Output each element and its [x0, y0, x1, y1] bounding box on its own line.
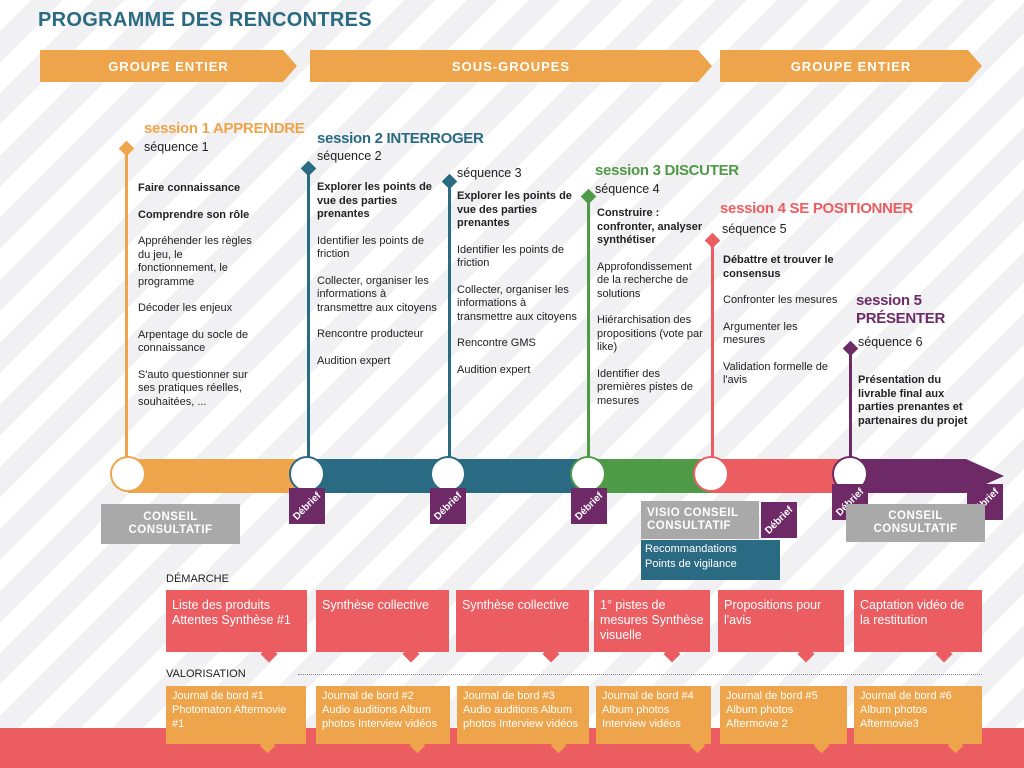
diamond-5	[704, 232, 721, 249]
diamond-1	[118, 140, 135, 157]
column-item: Explorer les points de vue des parties p…	[317, 181, 432, 220]
demarche-box-2: Synthèse collective	[316, 590, 449, 652]
column-item: Collecter, organiser les informations à …	[317, 274, 437, 314]
diamond-6	[842, 340, 859, 357]
session-title-2: session 2 INTERROGER	[317, 130, 484, 147]
column-items-4: Construire : confronter, analyser synthé…	[597, 207, 707, 421]
timeline-segment-green	[588, 459, 712, 493]
column-item: Rencontre GMS	[457, 337, 536, 349]
column-item: Présentation du livrable final aux parti…	[858, 374, 968, 427]
column-item: S'auto questionner sur ses pratiques rée…	[138, 368, 248, 408]
valorisation-box-5: Journal de bord #5 Album photos Aftermov…	[720, 686, 847, 744]
column-item: Collecter, organiser les informations à …	[457, 283, 577, 323]
column-items-2: Explorer les points de vue des parties p…	[317, 181, 442, 381]
column-item: Comprendre son rôle	[138, 208, 250, 221]
debrief-badge-1: Débrief	[289, 488, 325, 524]
demarche-box-6: Captation vidéo de la restitution	[854, 590, 982, 652]
recommandations-box: Recommandations Points de vigilance	[641, 540, 780, 580]
milestone-circle-5	[693, 456, 729, 492]
sequence-label-4: séquence 4	[595, 182, 660, 196]
stem-2	[307, 170, 310, 460]
session-title-4: session 3 DISCUTER	[595, 162, 739, 179]
column-item: Hiérarchisation des propositions (vote p…	[597, 314, 703, 353]
column-item: Validation formelle de l'avis	[723, 360, 828, 387]
timeline-segment-orange	[128, 459, 310, 493]
valorisation-label: VALORISATION	[166, 668, 246, 680]
valorisation-box-2: Journal de bord #2 Audio auditions Album…	[316, 686, 450, 744]
column-item: Confronter les mesures	[723, 294, 838, 306]
column-item: Audition expert	[457, 363, 531, 376]
column-item: Identifier les points de friction	[317, 234, 425, 261]
column-item: Explorer les points de vue des parties p…	[457, 190, 572, 229]
column-items-6: Présentation du livrable final aux parti…	[858, 374, 980, 441]
sequence-label-5: séquence 5	[722, 222, 787, 236]
stem-6	[849, 350, 852, 460]
phase-banner-1: GROUPE ENTIER	[40, 50, 297, 82]
column-item: Construire : confronter, analyser synthé…	[597, 207, 703, 246]
session-title-6: session 5 PRÉSENTER	[856, 292, 945, 327]
column-item: Approfondissement de la recherche de sol…	[597, 260, 692, 300]
valorisation-box-4: Journal de bord #4 Album photos Intervie…	[596, 686, 711, 744]
session-title-5: session 4 SE POSITIONNER	[720, 200, 913, 217]
diamond-2	[300, 160, 317, 177]
milestone-circle-3	[430, 456, 466, 492]
milestone-circle-1	[110, 456, 146, 492]
demarche-box-5: Propositions pour l'avis	[718, 590, 844, 652]
column-items-3: Explorer les points de vue des parties p…	[457, 190, 582, 390]
valorisation-box-3: Journal de bord #3 Audio auditions Album…	[457, 686, 589, 744]
debrief-badge-2: Débrief	[430, 488, 466, 524]
stem-3	[448, 183, 451, 460]
demarche-label: DÉMARCHE	[166, 573, 229, 585]
column-item: Identifier des premières pistes de mesur…	[597, 367, 693, 407]
debrief-badge-3: Débrief	[571, 488, 607, 524]
phase-banner-3: GROUPE ENTIER	[720, 50, 982, 82]
milestone-circle-4	[570, 456, 606, 492]
milestone-circle-2	[289, 456, 325, 492]
column-item: Identifier les points de friction	[457, 243, 565, 270]
sequence-label-1: séquence 1	[144, 140, 209, 154]
conseil-consultatif-box-1: CONSEIL CONSULTATIF	[101, 504, 240, 544]
stem-5	[711, 242, 714, 460]
sequence-label-2: séquence 2	[317, 149, 382, 163]
timeline-segment-red	[712, 459, 850, 493]
page-title: PROGRAMME DES RENCONTRES	[38, 9, 372, 31]
column-item: Rencontre producteur	[317, 328, 424, 340]
column-item: Décoder les enjeux	[138, 302, 233, 314]
valorisation-box-6: Journal de bord #6 Album photos Aftermov…	[854, 686, 982, 744]
diamond-4	[580, 188, 597, 205]
debrief-badge-4: Débrief	[761, 502, 797, 538]
demarche-box-4: 1° pistes de mesures Synthèse visuelle	[594, 590, 710, 652]
column-item: Appréhender les règles du jeu, le foncti…	[138, 235, 252, 288]
phase-banner-2: SOUS-GROUPES	[310, 50, 712, 82]
demarche-box-3: Synthèse collective	[456, 590, 589, 652]
valorisation-box-1: Journal de bord #1 Photomaton Aftermovie…	[166, 686, 306, 744]
stem-1	[125, 150, 128, 460]
demarche-box-1: Liste des produits Attentes Synthèse #1	[166, 590, 307, 652]
visio-conseil-box: VISIO CONSEIL CONSULTATIF	[641, 501, 759, 539]
diamond-3	[441, 173, 458, 190]
column-item: Argumenter les mesures	[723, 320, 798, 347]
sequence-label-3: séquence 3	[457, 166, 522, 180]
valorisation-divider	[298, 674, 982, 675]
column-item: Arpentage du socle de connaissance	[138, 328, 249, 355]
column-item: Audition expert	[317, 354, 391, 367]
conseil-consultatif-box-2: CONSEIL CONSULTATIF	[846, 504, 985, 542]
stem-4	[587, 198, 590, 460]
session-title-1: session 1 APPRENDRE	[144, 120, 305, 137]
sequence-label-6: séquence 6	[858, 335, 923, 349]
column-item: Faire connaissance	[138, 182, 241, 194]
timeline-segment-purple	[850, 459, 966, 493]
column-item: Débattre et trouver le consensus	[723, 254, 834, 280]
